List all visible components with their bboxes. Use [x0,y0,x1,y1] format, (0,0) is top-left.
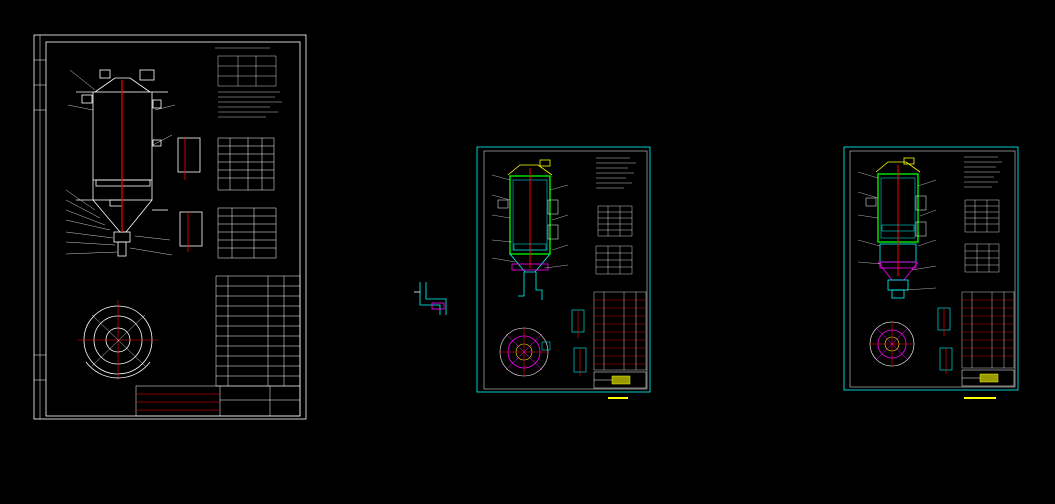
parts-list [961,291,1015,369]
detail-views [571,309,587,376]
sheet-inner-frame [849,150,1016,388]
nozzle-table [597,205,633,237]
sheet-outer-frame [33,34,307,420]
left-margin-strip [34,35,46,419]
leader-lines [857,171,937,291]
drawing-sheet-mid[interactable] [476,146,651,399]
nozzle-table [964,199,1000,233]
drawing-sheet-large[interactable] [33,34,307,420]
nozzle-table [217,137,275,191]
leader-lines [491,174,569,269]
loose-detail-fragment[interactable] [414,282,447,315]
technical-notes [964,156,1002,188]
plan-view [499,327,551,377]
detail-views [937,307,953,374]
parts-list [593,291,647,371]
title-block [961,369,1015,387]
leader-lines [65,69,176,256]
title-block [135,385,301,417]
plan-view [78,300,158,380]
spec-table [217,207,277,259]
spec-table [964,243,1000,273]
sheet-outer-frame [843,146,1019,391]
parts-list [215,275,301,387]
spec-table [595,245,633,275]
title-block [593,371,647,389]
detail-view-a [177,137,203,252]
sheet-inner-frame [483,150,648,390]
vessel-elevation [865,157,927,299]
sheet-outer-frame [476,146,651,393]
vessel-elevation [497,159,559,300]
technical-notes [215,47,282,118]
plan-view [869,321,915,367]
drawing-sheet-right[interactable] [843,146,1019,399]
technical-notes [596,157,636,189]
